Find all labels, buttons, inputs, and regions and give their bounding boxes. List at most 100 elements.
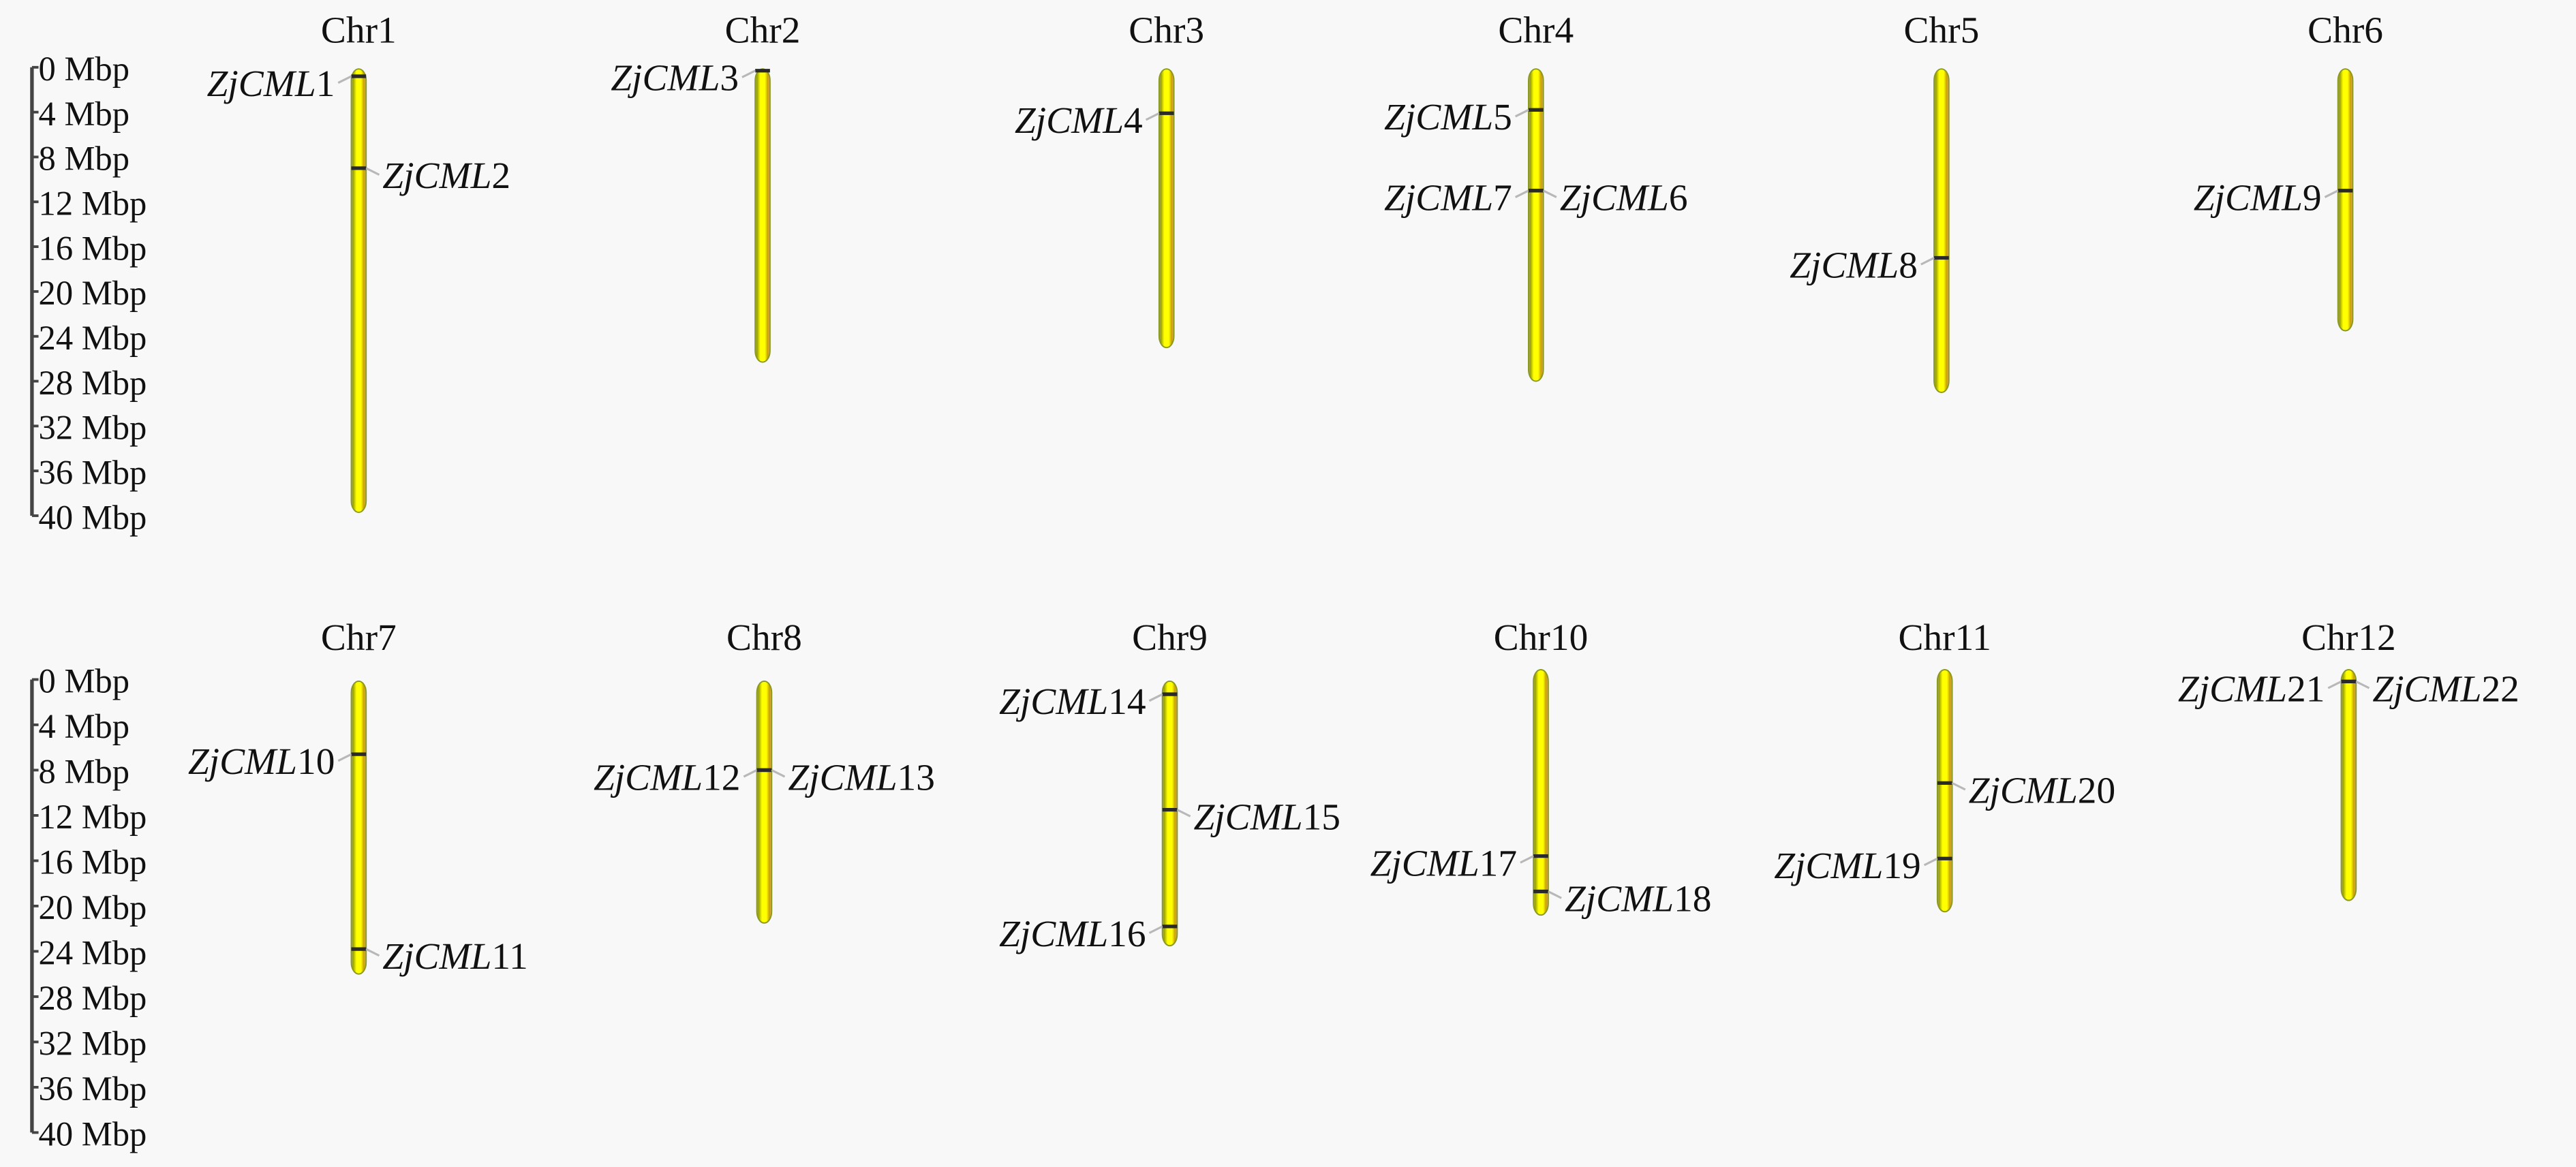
scale-tick-label: 32 Mbp bbox=[39, 1025, 147, 1063]
gene-number: 11 bbox=[491, 935, 527, 977]
gene-number: 21 bbox=[2287, 668, 2325, 709]
leader-line bbox=[1148, 925, 1163, 934]
gene-marker-zjcml17: ZjCML17 bbox=[1370, 843, 1548, 884]
gene-number: 3 bbox=[720, 57, 739, 99]
gene-prefix: ZjCML bbox=[1384, 96, 1493, 138]
leader-line bbox=[741, 69, 756, 78]
gene-label: ZjCML4 bbox=[1015, 99, 1143, 141]
gene-label: ZjCML19 bbox=[1774, 845, 1921, 886]
chromosome-label: Chr12 bbox=[2301, 617, 2396, 658]
gene-label: ZjCML15 bbox=[1193, 796, 1340, 838]
gene-label: ZjCML17 bbox=[1370, 843, 1518, 884]
gene-label: ZjCML20 bbox=[1969, 769, 2116, 811]
gene-prefix: ZjCML bbox=[999, 913, 1108, 954]
chromosome-body bbox=[754, 68, 771, 363]
chromosome-label: Chr10 bbox=[1494, 617, 1589, 658]
scale-tick-label: 20 Mbp bbox=[39, 274, 147, 312]
scale-tick-label: 0 Mbp bbox=[39, 50, 129, 88]
gene-label: ZjCML11 bbox=[382, 935, 528, 977]
chromosome-body bbox=[1158, 68, 1175, 349]
gene-label: ZjCML14 bbox=[999, 681, 1146, 722]
gene-marker-zjcml21: ZjCML21 bbox=[2178, 668, 2357, 709]
gene-prefix: ZjCML bbox=[382, 155, 491, 196]
gene-marker-zjcml5: ZjCML5 bbox=[1384, 96, 1544, 138]
scale-tick-label: 20 Mbp bbox=[39, 888, 147, 927]
gene-marker-zjcml9: ZjCML9 bbox=[2194, 177, 2353, 219]
chromosome-label: Chr8 bbox=[726, 617, 802, 658]
gene-prefix: ZjCML bbox=[999, 681, 1108, 722]
gene-prefix: ZjCML bbox=[2194, 177, 2303, 219]
leader-line bbox=[743, 769, 758, 778]
chromosome-label: Chr9 bbox=[1132, 617, 1208, 658]
leader-line bbox=[2327, 680, 2342, 689]
chromosome-label: Chr4 bbox=[1498, 10, 1574, 51]
chromosome-label: Chr1 bbox=[321, 10, 397, 51]
scale-tick-label: 40 Mbp bbox=[39, 1115, 147, 1153]
leader-line bbox=[1923, 857, 1938, 867]
gene-number: 16 bbox=[1108, 913, 1146, 954]
gene-number: 17 bbox=[1479, 843, 1517, 884]
gene-number: 2 bbox=[491, 155, 510, 196]
gene-number: 22 bbox=[2481, 668, 2519, 709]
gene-marker-zjcml3: ZjCML3 bbox=[611, 57, 770, 99]
gene-label: ZjCML16 bbox=[999, 913, 1146, 954]
gene-marker-zjcml20: ZjCML20 bbox=[1937, 769, 2115, 811]
scale-tick-label: 36 Mbp bbox=[39, 1070, 147, 1108]
gene-marker-zjcml22: ZjCML22 bbox=[2341, 668, 2519, 709]
leader-line bbox=[365, 948, 380, 957]
scale-tick-label: 32 Mbp bbox=[39, 409, 147, 447]
gene-prefix: ZjCML bbox=[2178, 668, 2287, 709]
gene-marker-zjcml16: ZjCML16 bbox=[999, 913, 1178, 954]
gene-label: ZjCML10 bbox=[188, 741, 335, 782]
scale-tick-label: 4 Mbp bbox=[39, 707, 129, 745]
gene-label: ZjCML12 bbox=[594, 756, 741, 798]
leader-line bbox=[1951, 781, 1966, 791]
gene-label: ZjCML5 bbox=[1384, 96, 1512, 138]
gene-number: 10 bbox=[297, 741, 335, 782]
gene-label: ZjCML3 bbox=[611, 57, 739, 99]
gene-marker-zjcml12: ZjCML12 bbox=[594, 756, 772, 798]
leader-line bbox=[771, 769, 786, 778]
scale-tick-label: 12 Mbp bbox=[39, 798, 147, 836]
chromosome-label: Chr2 bbox=[725, 10, 801, 51]
chromosome-body bbox=[1933, 68, 1950, 393]
gene-number: 4 bbox=[1124, 99, 1143, 141]
gene-marker-zjcml8: ZjCML8 bbox=[1790, 244, 1949, 285]
gene-prefix: ZjCML bbox=[188, 741, 297, 782]
gene-label: ZjCML6 bbox=[1560, 177, 1688, 219]
gene-marker-zjcml4: ZjCML4 bbox=[1015, 99, 1174, 141]
chromosome-label: Chr11 bbox=[1898, 617, 1991, 658]
gene-prefix: ZjCML bbox=[788, 756, 897, 798]
gene-number: 14 bbox=[1108, 681, 1146, 722]
scale-tick-label: 28 Mbp bbox=[39, 979, 147, 1017]
chromosome-label: Chr6 bbox=[2307, 10, 2383, 51]
leader-line bbox=[337, 753, 352, 762]
scale-tick-label: 16 Mbp bbox=[39, 843, 147, 882]
gene-number: 18 bbox=[1674, 877, 1711, 919]
chromosome-body bbox=[756, 680, 773, 924]
leader-line bbox=[337, 75, 352, 84]
gene-marker-zjcml1: ZjCML1 bbox=[207, 63, 367, 104]
leader-line bbox=[1176, 809, 1191, 818]
gene-number: 5 bbox=[1493, 96, 1512, 138]
gene-label: ZjCML8 bbox=[1790, 244, 1918, 285]
scale-tick-label: 24 Mbp bbox=[39, 934, 147, 972]
gene-label: ZjCML22 bbox=[2372, 668, 2519, 709]
gene-marker-zjcml11: ZjCML11 bbox=[351, 935, 528, 977]
leader-line bbox=[1514, 108, 1529, 118]
chromosome-body bbox=[1936, 669, 1953, 913]
gene-number: 13 bbox=[898, 756, 935, 798]
scale-tick-label: 36 Mbp bbox=[39, 453, 147, 491]
gene-number: 20 bbox=[2078, 769, 2115, 811]
gene-prefix: ZjCML bbox=[207, 63, 316, 104]
gene-prefix: ZjCML bbox=[594, 756, 703, 798]
